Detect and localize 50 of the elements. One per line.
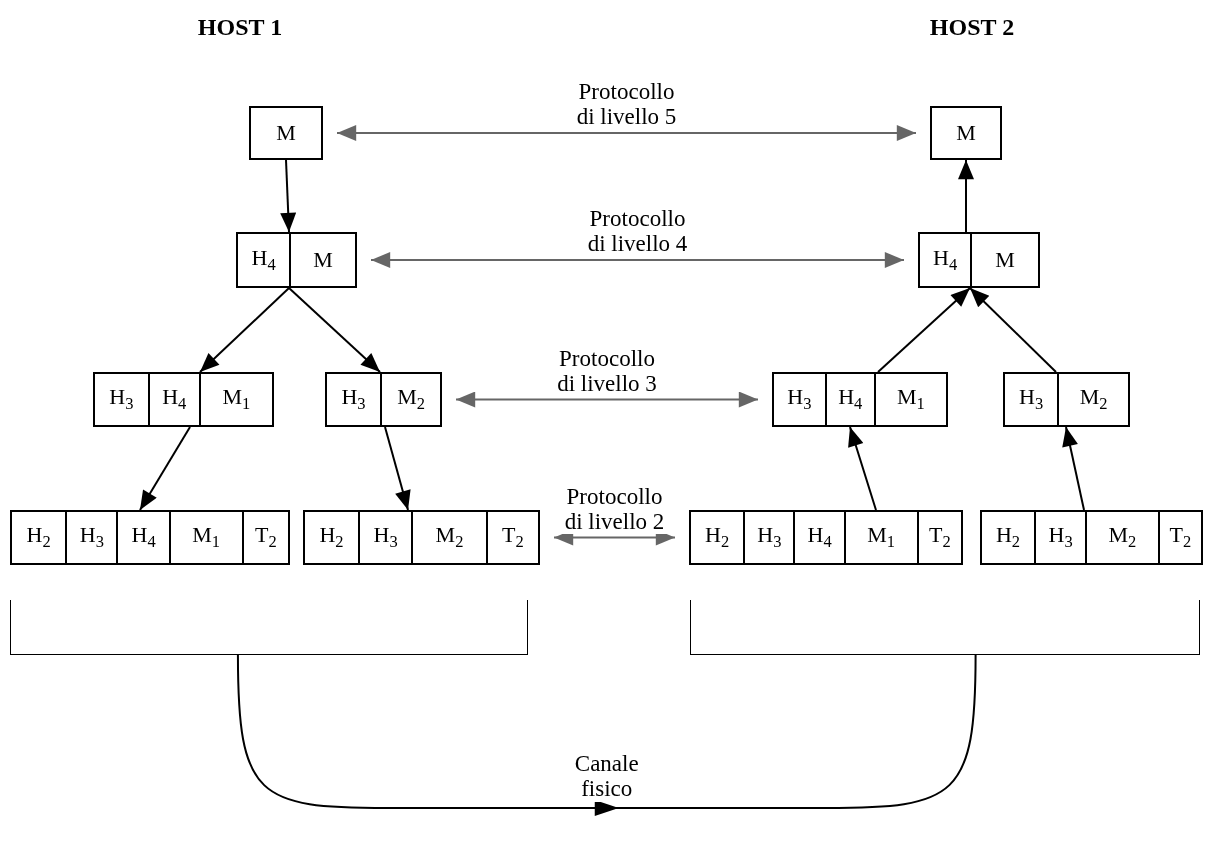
packet-field-label: H$_{4}$ <box>162 386 187 413</box>
packet-field-label: H$_{3}$ <box>1019 386 1044 413</box>
packet-field-label: H$_{3}$ <box>1048 524 1073 551</box>
packet-field-label: H$_{3}$ <box>757 524 782 551</box>
packet-box <box>249 106 323 160</box>
packet-field-label: H$_{2}$ <box>26 524 51 551</box>
packet-field-label: M$_{1}$ <box>192 524 221 551</box>
packet-field-label: M$_{1}$ <box>867 524 896 551</box>
packet-field-label: H$_{2}$ <box>705 524 730 551</box>
packet-field-label: M$_{2}$ <box>1079 386 1108 413</box>
packet-field-label: T$_{2}$ <box>254 524 277 551</box>
packet-field-label: H$_{3}$ <box>79 524 104 551</box>
packet-field-label: H$_{4}$ <box>131 524 156 551</box>
packet-field-label: H$_{3}$ <box>373 524 398 551</box>
host-heading: HOST 1 <box>197 14 283 41</box>
packet-field-label: H$_{3}$ <box>109 386 134 413</box>
packet-field-label: H$_{2}$ <box>995 524 1021 551</box>
packet-field-label: H$_{4}$ <box>838 386 863 413</box>
packet-field-label: T$_{2}$ <box>929 524 951 551</box>
bracket <box>10 600 528 655</box>
packet-field-label: M <box>313 249 333 271</box>
packet-box <box>325 372 442 427</box>
packet-box <box>918 232 1040 288</box>
packet-box <box>93 372 274 427</box>
packet-box <box>689 510 963 565</box>
packet-field-label: M <box>276 122 296 144</box>
packet-box <box>930 106 1002 160</box>
host-heading: HOST 2 <box>929 14 1015 41</box>
packet-box <box>236 232 357 288</box>
packet-field-label: H$_{3}$ <box>341 386 366 413</box>
packet-box <box>1003 372 1130 427</box>
packet-field-label: H$_{4}$ <box>933 246 958 274</box>
packet-field-label: T$_{2}$ <box>1169 524 1192 551</box>
packet-field-label: H$_{3}$ <box>787 386 812 413</box>
packet-field-label: H$_{2}$ <box>319 524 344 551</box>
packet-field-label: M <box>995 249 1015 271</box>
packet-field-label: H$_{4}$ <box>807 524 832 551</box>
packet-field-label: M$_{2}$ <box>1108 524 1137 551</box>
packet-field-label: M$_{1}$ <box>896 386 925 413</box>
packet-field-label: M <box>956 122 976 144</box>
bracket <box>690 600 1200 655</box>
packet-field-label: M$_{2}$ <box>435 524 464 551</box>
packet-field-label: M$_{2}$ <box>397 386 425 413</box>
packet-box <box>303 510 540 565</box>
packet-field-label: H$_{4}$ <box>251 246 276 274</box>
packet-box <box>10 510 290 565</box>
packet-field-label: T$_{2}$ <box>502 524 524 551</box>
packet-box <box>980 510 1203 565</box>
packet-box <box>772 372 948 427</box>
packet-field-label: M$_{1}$ <box>222 386 251 413</box>
